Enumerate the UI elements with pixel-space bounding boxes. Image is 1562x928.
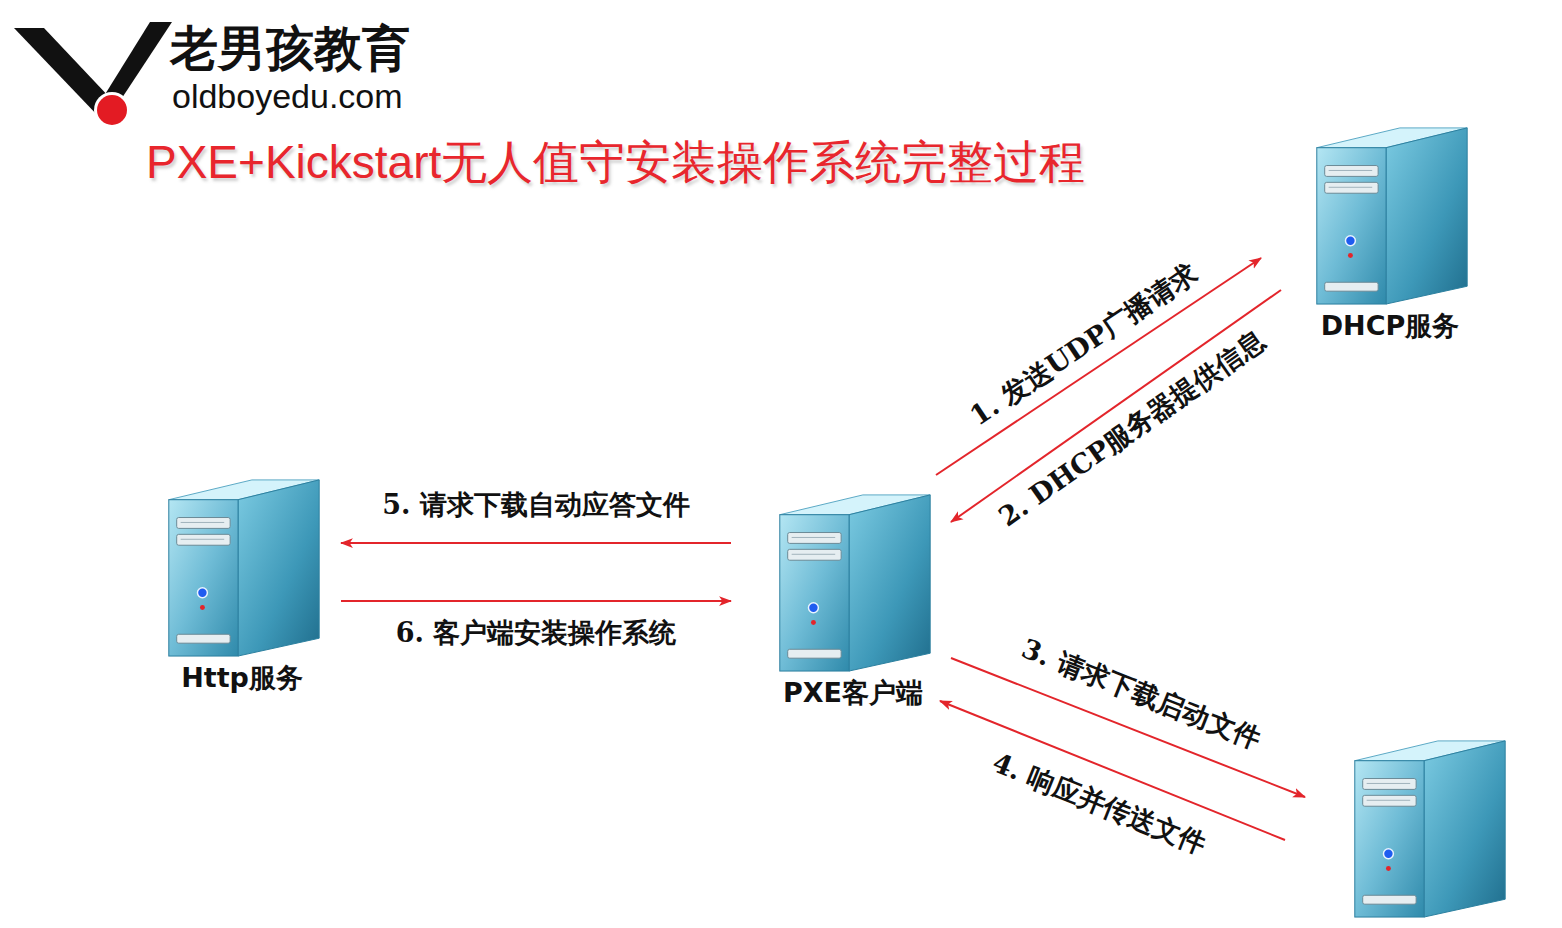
arrow-connector bbox=[341, 600, 731, 602]
server-icon bbox=[160, 472, 325, 660]
edge-label: 6. 客户端安装操作系统 bbox=[393, 617, 680, 649]
arrow-connector bbox=[341, 542, 731, 544]
server-node: PXE客户端 bbox=[764, 487, 942, 709]
server-node: DHCP服务 bbox=[1301, 120, 1479, 342]
edge-label: 3. 请求下载启动文件 bbox=[1014, 631, 1267, 756]
server-icon bbox=[771, 487, 936, 675]
edge-label: 2. DHCP服务器提供信息 bbox=[991, 323, 1274, 535]
server-node: Http服务 bbox=[153, 472, 331, 694]
brand-url: oldboyedu.com bbox=[172, 78, 403, 115]
diagram-title: PXE+Kickstart无人值守安装操作系统完整过程 bbox=[146, 132, 1085, 194]
server-node bbox=[1343, 733, 1513, 921]
edge-label: 5. 请求下载自动应答文件 bbox=[379, 489, 693, 521]
server-icon bbox=[1346, 733, 1511, 921]
server-label: DHCP服务 bbox=[1301, 310, 1479, 342]
logo-ring bbox=[94, 92, 130, 128]
brand-name: 老男孩教育 bbox=[170, 22, 410, 75]
server-label: PXE客户端 bbox=[764, 677, 942, 709]
server-icon bbox=[1308, 120, 1473, 308]
logo-mark bbox=[0, 0, 180, 140]
edge-label: 4. 响应并传送文件 bbox=[985, 745, 1213, 862]
logo-arm bbox=[104, 22, 172, 104]
server-label: Http服务 bbox=[153, 662, 331, 694]
logo-dot bbox=[97, 95, 127, 125]
